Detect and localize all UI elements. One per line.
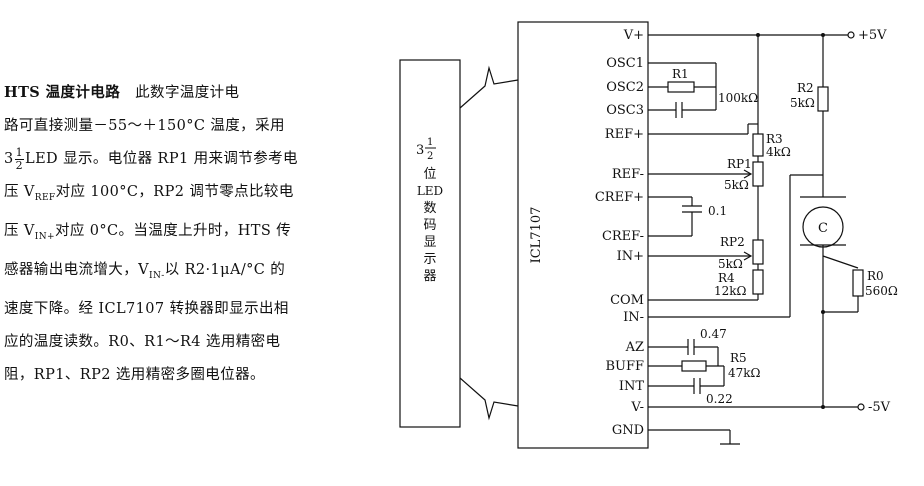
label-supply-neg: -5V — [868, 400, 891, 415]
desc-frac-num: 1 — [14, 145, 25, 160]
pin-refplus: REF+ — [605, 127, 644, 142]
resistor-r1 — [667, 81, 695, 93]
desc-line6-post: 以 R2·1μA/°C 的 — [164, 261, 286, 278]
desc-line5-pre: 压 V — [4, 222, 35, 239]
display-char-5: 显 — [423, 235, 436, 250]
terminal-plus5v — [847, 31, 855, 39]
pin-com: COM — [610, 293, 644, 308]
pin-crefplus: CREF+ — [595, 190, 644, 205]
resistor-r2 — [817, 86, 829, 112]
desc-title: HTS 温度计电路 — [4, 84, 121, 101]
label-r0-val: 560Ω — [865, 284, 898, 298]
rp1-wiper-arrow — [743, 169, 753, 179]
desc-line6-sub: IN- — [148, 270, 165, 281]
desc-line1-rest: 此数字温度计电 — [135, 85, 240, 101]
label-r2-val: 5kΩ — [790, 96, 815, 110]
junction-sensor-bottom — [821, 405, 825, 409]
junction-vplus-rail — [756, 33, 760, 37]
pin-refminus: REF- — [612, 167, 644, 182]
display-char-2: LED — [417, 184, 443, 198]
label-cint-val: 0.22 — [706, 392, 733, 406]
desc-line-2: 路可直接测量－55～＋150°C 温度，采用 — [4, 118, 285, 134]
display-char-4: 码 — [423, 218, 436, 233]
label-r3-val: 4kΩ — [766, 145, 791, 159]
pin-gnd: GND — [612, 423, 644, 438]
desc-line-1: HTS 温度计电路 此数字温度计电 — [4, 76, 374, 110]
resistor-r5 — [681, 360, 707, 372]
label-cref-val: 0.1 — [708, 204, 727, 218]
desc-line-7: 速度下降。经 ICL7107 转换器即显示出相 — [4, 300, 289, 317]
resistor-r4 — [752, 269, 764, 295]
resistor-r0 — [852, 269, 864, 297]
pin-osc2: OSC2 — [606, 80, 644, 95]
icl7107-chip — [517, 21, 649, 449]
desc-line4-post: 对应 100°C，RP2 调节零点比较电 — [55, 184, 294, 200]
desc-line6-pre: 感器输出电流增大，V — [4, 261, 149, 278]
desc-line-9: 阻，RP1、RP2 选用精密多圈电位器。 — [4, 366, 265, 383]
pin-crefminus: CREF- — [602, 229, 644, 244]
display-frac-den: 2 — [427, 151, 433, 162]
pin-inplus: IN+ — [617, 249, 644, 264]
label-rp2: RP2 — [720, 235, 745, 249]
label-r4-val: 12kΩ — [714, 284, 747, 298]
desc-line4-pre: 压 V — [4, 184, 35, 200]
desc-line-8: 应的温度读数。R0、R1～R4 选用精密电 — [4, 333, 281, 350]
pin-inminus: IN- — [623, 310, 644, 325]
desc-line-5: 压 VIN+对应 0°C。当温度上升时，HTS 传 — [4, 215, 374, 254]
display-connection-bottom — [459, 377, 519, 421]
desc-line5-sub: IN+ — [34, 231, 55, 242]
pin-osc1: OSC1 — [606, 56, 644, 71]
label-sensor: C — [818, 221, 828, 236]
led-display-box — [399, 59, 461, 428]
junction-r2-top — [821, 33, 825, 37]
desc-line3-digit: 3 — [4, 151, 14, 167]
display-digit: 3 — [416, 143, 424, 158]
label-r2: R2 — [797, 81, 814, 95]
label-rp1-val: 5kΩ — [724, 178, 749, 192]
pin-vminus: V- — [630, 400, 644, 415]
label-r1-val: 100kΩ — [718, 91, 758, 105]
label-r3: R3 — [766, 132, 783, 146]
display-frac-num: 1 — [427, 137, 433, 148]
label-r5: R5 — [730, 351, 747, 365]
label-r0: R0 — [867, 269, 884, 283]
desc-line-6: 感器输出电流增大，VIN-以 R2·1μA/°C 的 — [4, 254, 374, 293]
desc-line3-post: LED 显示。电位器 RP1 用来调节参考电 — [25, 151, 298, 167]
terminal-minus5v — [857, 403, 865, 411]
pin-int: INT — [619, 379, 645, 394]
potentiometer-rp2 — [752, 239, 764, 265]
pin-buff: BUFF — [605, 359, 644, 374]
desc-line5-post: 对应 0°C。当温度上升时，HTS 传 — [54, 222, 292, 239]
label-r4: R4 — [718, 271, 735, 285]
description-text: HTS 温度计电路 此数字温度计电 路可直接测量－55～＋150°C 温度，采用… — [4, 76, 374, 392]
wire-sensor-r0 — [822, 255, 859, 269]
display-char-3: 数 — [423, 201, 436, 216]
label-supply-pos: +5V — [858, 28, 887, 43]
desc-frac-den: 2 — [15, 158, 24, 172]
pin-vplus: V+ — [623, 28, 644, 43]
display-char-1: 位 — [423, 167, 436, 182]
display-connection-top — [459, 65, 519, 109]
label-rp1: RP1 — [727, 157, 752, 171]
label-caz-val: 0.47 — [700, 327, 727, 341]
chip-name: ICL7107 — [529, 207, 544, 264]
potentiometer-rp1 — [752, 161, 764, 187]
display-char-7: 器 — [423, 269, 436, 284]
desc-line-4: 压 VREF对应 100°C，RP2 调节零点比较电 — [4, 176, 374, 215]
display-char-6: 示 — [423, 252, 436, 267]
pin-az: AZ — [625, 340, 644, 355]
junction-r0 — [821, 310, 825, 314]
rp2-wiper-arrow — [743, 251, 753, 261]
label-rp2-val: 5kΩ — [718, 257, 743, 271]
label-r5-val: 47kΩ — [728, 366, 761, 380]
desc-line4-sub: REF — [34, 192, 56, 203]
resistor-r3 — [752, 133, 764, 157]
pin-osc3: OSC3 — [606, 103, 644, 118]
label-r1: R1 — [672, 67, 689, 81]
